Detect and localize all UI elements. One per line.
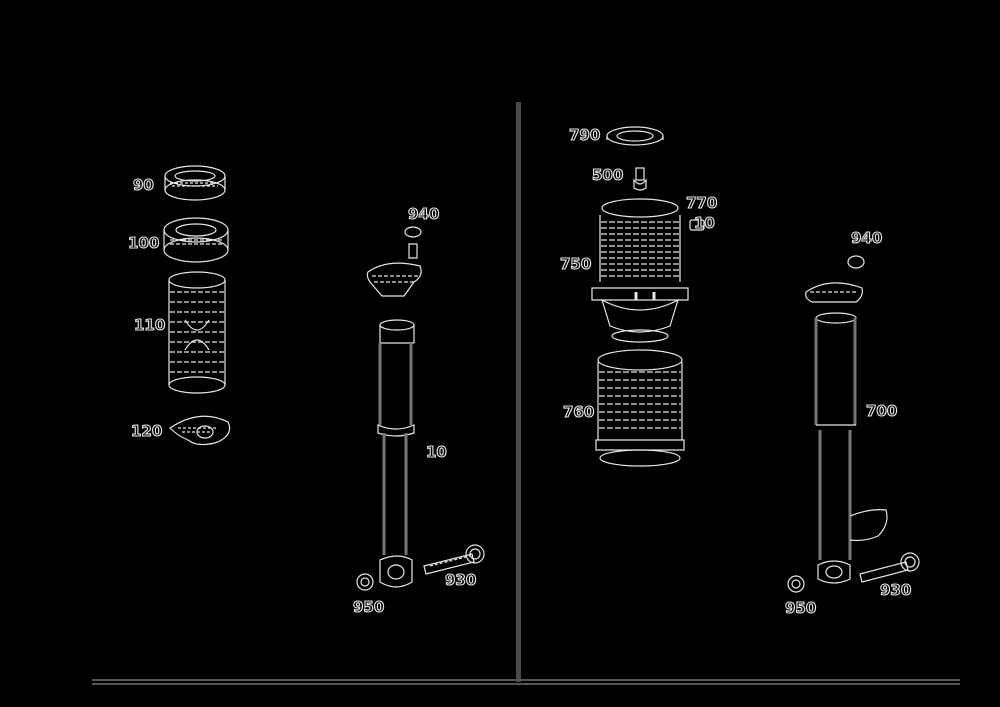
label-air-bellows-lower: 760 [562, 403, 595, 421]
label-coil-spring: 110 [133, 316, 166, 334]
label-lower-nut: 950 [352, 598, 385, 616]
lower-bolt-right-part [859, 552, 920, 583]
label-shock-absorber: 10 [425, 443, 447, 461]
air-bellows-upper-part [591, 198, 689, 343]
coil-spring-part [168, 271, 226, 394]
bottom-rule-bottom [92, 683, 960, 685]
label-ring-bearing: 100 [127, 234, 160, 252]
label-lower-bolt: 930 [444, 571, 477, 589]
air-strut-part [805, 255, 888, 584]
label-lower-nut-right: 950 [784, 599, 817, 617]
clamp-ring-part [606, 126, 664, 146]
label-clamp-ring: 790 [568, 126, 601, 144]
ring-top-part [164, 165, 226, 201]
label-valve: 500 [591, 166, 624, 184]
label-top-nut-right: 940 [850, 229, 883, 247]
label-top-nut: 940 [407, 205, 440, 223]
bellows-cap-part [689, 219, 705, 231]
valve-part [633, 167, 647, 191]
label-air-bellows-upper: 750 [559, 255, 592, 273]
label-bellows-cap-sub: 10 [693, 214, 715, 232]
lower-bolt-part [423, 544, 485, 575]
shock-absorber-part [366, 226, 422, 588]
spring-seat-part [169, 415, 231, 446]
vertical-divider [516, 102, 521, 682]
label-lower-bolt-right: 930 [879, 581, 912, 599]
label-ring-top: 90 [132, 176, 154, 194]
bottom-rule-top [92, 679, 960, 681]
lower-nut-part [356, 573, 374, 591]
label-bellows-cap: 770 [685, 194, 718, 212]
label-air-strut: 700 [865, 402, 898, 420]
ring-bearing-part [163, 217, 229, 263]
lower-nut-right-part [787, 575, 805, 593]
label-spring-seat: 120 [130, 422, 163, 440]
air-bellows-lower-part [595, 349, 685, 467]
